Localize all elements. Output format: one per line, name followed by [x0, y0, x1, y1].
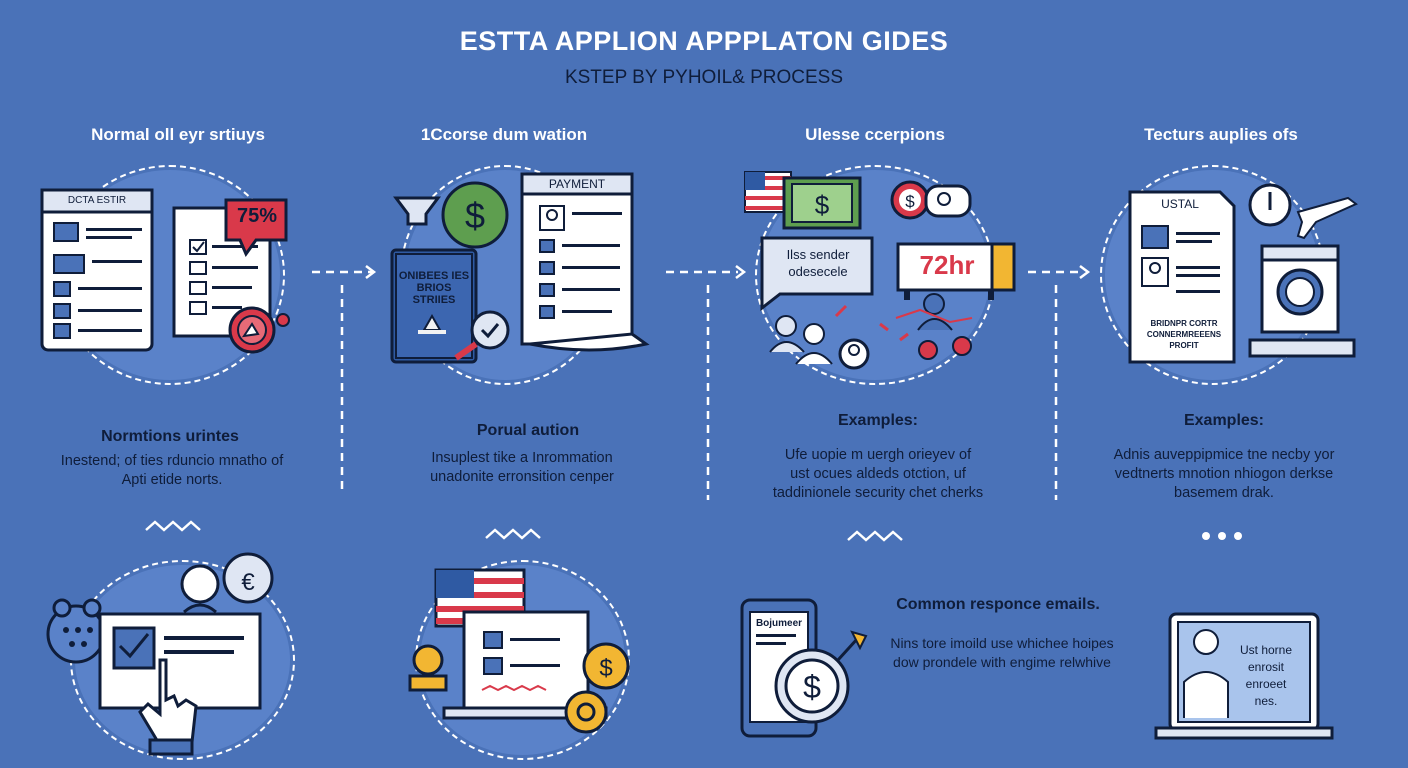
step-2-illustration: $ — [390, 172, 650, 364]
step-3-illustration: $ $ — [744, 171, 1016, 370]
bottom-3-body: Nins tore imoild use whichee hoipes dow … — [852, 634, 1152, 672]
bottom-4-illustration — [1154, 612, 1334, 740]
step-2-subheading: Porual aution — [476, 422, 580, 439]
step-4-heading: Tecturs auplies ofs — [1144, 125, 1298, 144]
svg-text:$: $ — [905, 192, 915, 211]
step-4-doc-lines: BRIDNPR CORTR CONNERMREEENS PROFIT — [1136, 318, 1232, 351]
svg-text:$: $ — [599, 655, 612, 682]
step-3-speech-label: Ilss sender odesecele — [786, 247, 850, 279]
bottom-4-screen-text: Ust horne enrosit enroeet nes. — [1226, 642, 1306, 710]
bottom-1-illustration: € — [46, 552, 274, 756]
screen-line: nes. — [1254, 694, 1278, 708]
step-2-doc-label: ONIBEES IES BRIOS STRIIES — [398, 270, 470, 306]
step-1-subheading: Normtions urintes — [101, 428, 239, 445]
step-3-body: Ufe uopie m uergh orieyev of ust ocues a… — [718, 446, 1038, 503]
body-line: Ufe uopie m uergh orieyev of — [784, 447, 972, 463]
step-2-card-tag: PAYMENT — [548, 177, 606, 191]
step-1-heading: Normal oll eyr srtiuys — [91, 125, 265, 144]
svg-text:$: $ — [465, 195, 485, 236]
screen-line: enrosit — [1247, 660, 1285, 674]
body-line: Nins tore imoild use whichee hoipes — [890, 635, 1114, 651]
step-1-card-tag: DCTA ESTIR — [67, 195, 127, 206]
step-4-card-tag: USTAL — [1161, 197, 1199, 211]
svg-text:€: € — [241, 569, 255, 596]
step-3-subheading: Examples: — [837, 412, 919, 429]
step-1-illustration — [40, 188, 290, 354]
step-4-subheading: Examples: — [1183, 412, 1265, 429]
doc-line: CONNERMREEENS — [1146, 330, 1222, 339]
doc-line: BRIDNPR CORTR — [1150, 319, 1218, 328]
connector-arrows — [312, 265, 1091, 500]
doc-line: PROFIT — [1169, 341, 1199, 350]
body-line: taddinionele security chet cherks — [772, 485, 984, 501]
bottom-3-title: Common responce emails. — [896, 596, 1100, 613]
step-3-heading: Ulesse ccerpions — [805, 125, 945, 144]
body-line: Apti etide norts. — [121, 472, 223, 488]
body-line: basemem drak. — [1174, 485, 1274, 501]
page-subtitle: KSTEP BY PYHOIL& PROCESS — [564, 67, 844, 88]
page-title: ESTTA APPLION APPPLATON GIDES — [459, 26, 949, 56]
body-line: Inestend; of ties rduncio mnatho of — [60, 453, 284, 469]
step-2-body: Insuplest tike a Inrommation unadonite e… — [362, 449, 682, 487]
bottom-3-illustration: $ — [740, 598, 868, 738]
body-line: ust ocues aldeds otction, uf — [790, 466, 966, 482]
step-4-body: Adnis auveppipmice tne necby yor vedtner… — [1064, 446, 1384, 503]
svg-text:$: $ — [815, 190, 830, 220]
step-1-badge: 75% — [236, 205, 278, 227]
bottom-3-phone-label: Bojumeer — [755, 618, 803, 629]
body-line: unadonite erronsition cenper — [430, 469, 614, 485]
step-4-illustration — [1128, 183, 1358, 364]
body-line: vedtnerts mnotion nhiogon derkse — [1114, 466, 1334, 482]
body-line: dow prondele with engime relwhive — [893, 654, 1111, 670]
screen-line: enroeet — [1245, 677, 1287, 691]
step-1-body: Inestend; of ties rduncio mnatho of Apti… — [12, 452, 332, 490]
separator-marks — [145, 520, 1242, 542]
step-2-heading: 1Ccorse dum wation — [420, 125, 588, 144]
screen-line: Ust horne — [1239, 643, 1293, 657]
body-line: Insuplest tike a Inrommation — [431, 450, 613, 466]
svg-text:$: $ — [803, 669, 821, 705]
step-3-timer: 72hr — [919, 250, 975, 280]
body-line: Adnis auveppipmice tne necby yor — [1113, 447, 1335, 463]
bottom-2-illustration: $ — [408, 568, 630, 734]
